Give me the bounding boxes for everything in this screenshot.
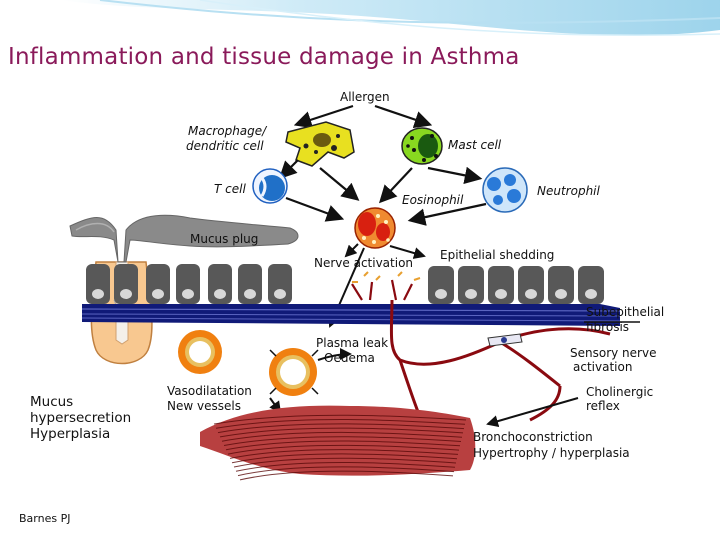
muscle-fiber bbox=[219, 427, 464, 438]
label-mucus-hyper-line2: hypersecretion bbox=[30, 410, 132, 426]
label-sensory-line1: Sensory nerve bbox=[570, 346, 657, 360]
epithelial-cell bbox=[518, 266, 544, 304]
epithelial-cell bbox=[578, 266, 604, 304]
cholinergic-arrow bbox=[486, 397, 579, 427]
epithelial-cell bbox=[428, 266, 454, 304]
label-eosinophil: Eosinophil bbox=[402, 193, 464, 207]
label-mucus-hyper-line1: Mucus bbox=[30, 394, 74, 410]
epithelial-cell-nucleus bbox=[214, 289, 226, 299]
muscle-fiber bbox=[239, 470, 454, 481]
label-mucus-hyper-line3: Hyperplasia bbox=[30, 426, 111, 442]
epithelial-cell bbox=[458, 266, 484, 304]
label-bronchoconstriction-line1: Bronchoconstriction bbox=[473, 430, 593, 444]
smooth-muscle-fibers bbox=[213, 414, 467, 481]
muscle-fiber bbox=[231, 453, 458, 464]
label-nerve-activation: Nerve activation bbox=[314, 256, 414, 270]
label-epithelial-shedding: Epithelial shedding bbox=[440, 248, 555, 262]
nerve-sparks bbox=[352, 271, 421, 283]
label-plasma-leak-line2: Oedema bbox=[324, 351, 375, 365]
label-subepithelial-line2: fibrosis bbox=[586, 320, 630, 334]
eosinophil-icon bbox=[354, 207, 396, 249]
epithelial-cell-nucleus bbox=[182, 289, 194, 299]
muscle-fiber bbox=[225, 440, 461, 451]
epithelial-cell-nucleus bbox=[274, 289, 286, 299]
muscle-fiber bbox=[213, 414, 467, 425]
epithelial-cell-nucleus bbox=[525, 289, 537, 299]
t-cell-icon bbox=[252, 168, 288, 204]
nerve-endings bbox=[351, 279, 413, 301]
epithelial-cell-nucleus bbox=[465, 289, 477, 299]
header-wave-decoration bbox=[60, 0, 720, 37]
label-allergen: Allergen bbox=[340, 90, 390, 104]
label-macrophage-line2: dendritic cell bbox=[186, 139, 264, 153]
epithelial-cell-nucleus bbox=[244, 289, 256, 299]
mucus-plug bbox=[69, 214, 299, 263]
epithelial-cell-nucleus bbox=[92, 289, 104, 299]
label-vasodilatation-line2: New vessels bbox=[167, 399, 241, 413]
label-vasodilatation-line1: Vasodilatation bbox=[167, 384, 252, 398]
muscle-fiber bbox=[221, 431, 463, 442]
neutrophil-icon bbox=[482, 167, 528, 213]
epithelial-cell-nucleus bbox=[120, 289, 132, 299]
epithelial-cell bbox=[548, 266, 574, 304]
muscle-fiber bbox=[217, 423, 465, 434]
blood-vessel-ring bbox=[178, 330, 222, 374]
cell-activation-arrows bbox=[278, 159, 483, 204]
muscle-fiber bbox=[235, 462, 456, 472]
label-credit: Barnes PJ bbox=[19, 512, 71, 525]
label-mast-cell: Mast cell bbox=[448, 138, 502, 152]
epithelial-cell-nucleus bbox=[495, 289, 507, 299]
mast-cell-icon bbox=[401, 127, 443, 165]
allergen-arrows bbox=[293, 104, 433, 129]
epithelial-cell-nucleus bbox=[585, 289, 597, 299]
muscle-fiber bbox=[229, 449, 459, 459]
page-title: Inflammation and tissue damage in Asthma bbox=[8, 44, 520, 70]
muscle-fiber bbox=[223, 436, 462, 446]
epithelial-cell bbox=[488, 266, 514, 304]
label-sensory-line2: activation bbox=[573, 360, 633, 374]
label-mucus-plug: Mucus plug bbox=[190, 232, 259, 246]
epithelium-layer bbox=[86, 264, 604, 304]
label-t-cell: T cell bbox=[214, 182, 246, 196]
macrophage-cell-icon bbox=[285, 121, 355, 167]
basement-membrane-band bbox=[81, 304, 640, 326]
label-bronchoconstriction-line2: Hypertrophy / hyperplasia bbox=[473, 446, 630, 460]
muscle-fiber bbox=[215, 419, 466, 429]
muscle-fiber bbox=[233, 457, 457, 468]
epithelial-cell-nucleus bbox=[152, 289, 164, 299]
epithelial-cell-nucleus bbox=[435, 289, 447, 299]
label-cholinergic-line1: Cholinergic bbox=[586, 385, 654, 399]
muscle-fiber bbox=[227, 444, 460, 455]
label-cholinergic-line2: reflex bbox=[586, 399, 620, 413]
label-neutrophil: Neutrophil bbox=[537, 184, 600, 198]
epithelial-cell-nucleus bbox=[555, 289, 567, 299]
eosinophil-recruitment-arrows bbox=[285, 196, 487, 226]
label-plasma-leak-line1: Plasma leak bbox=[316, 336, 389, 350]
label-subepithelial-line1: Subepithelial bbox=[586, 305, 665, 319]
dilated-vessel-icon bbox=[269, 348, 319, 396]
label-macrophage-line1: Macrophage/ bbox=[188, 124, 267, 138]
nerve-cell-body bbox=[487, 333, 523, 347]
muscle-fiber bbox=[237, 466, 455, 477]
